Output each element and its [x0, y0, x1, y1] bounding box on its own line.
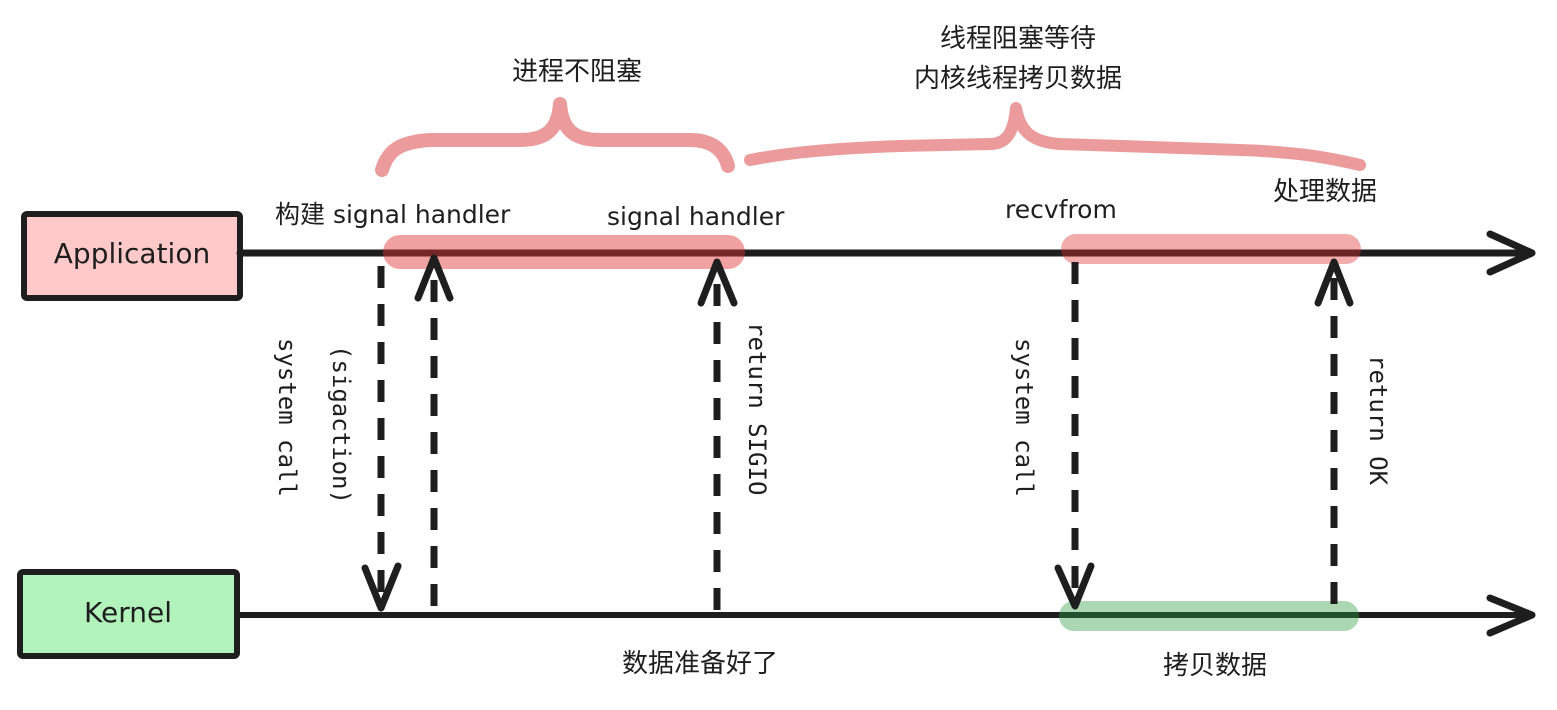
- return-ok-label: return OK: [1364, 355, 1392, 486]
- signal-handler-label: signal handler: [607, 202, 785, 231]
- blocking-brace: [744, 102, 1366, 171]
- sigaction-label: (sigaction): [327, 345, 355, 504]
- nonblocking-label: 进程不阻塞: [512, 57, 642, 87]
- blocking-label-line1: 线程阻塞等待: [940, 24, 1096, 54]
- application-label: Application: [54, 237, 210, 270]
- return-sigio-label: return SIGIO: [743, 322, 771, 495]
- recvfrom-label: recvfrom: [1005, 195, 1117, 224]
- ok-return-arrowhead: [1314, 258, 1354, 307]
- syscall-label-1: system call: [273, 338, 301, 497]
- sigio-return-arrowhead: [697, 258, 738, 307]
- kernel-timeline-arrowhead: [1486, 594, 1536, 637]
- kernel-label: Kernel: [84, 596, 172, 629]
- sigaction-return-arrowhead: [414, 254, 454, 302]
- application-timeline-arrowhead: [1486, 230, 1536, 276]
- data-ready-label: 数据准备好了: [622, 649, 778, 679]
- process-data-label: 处理数据: [1273, 177, 1377, 207]
- copy-data-label: 拷贝数据: [1163, 651, 1267, 681]
- nonblocking-brace: [375, 97, 735, 177]
- syscall-down-arrowhead-2: [1054, 562, 1095, 610]
- syscall-down-arrowhead-1: [361, 562, 402, 612]
- build-handler-label: 构建 signal handler: [275, 200, 511, 229]
- syscall-label-2: system call: [1010, 338, 1038, 497]
- blocking-label-line2: 内核线程拷贝数据: [914, 64, 1122, 94]
